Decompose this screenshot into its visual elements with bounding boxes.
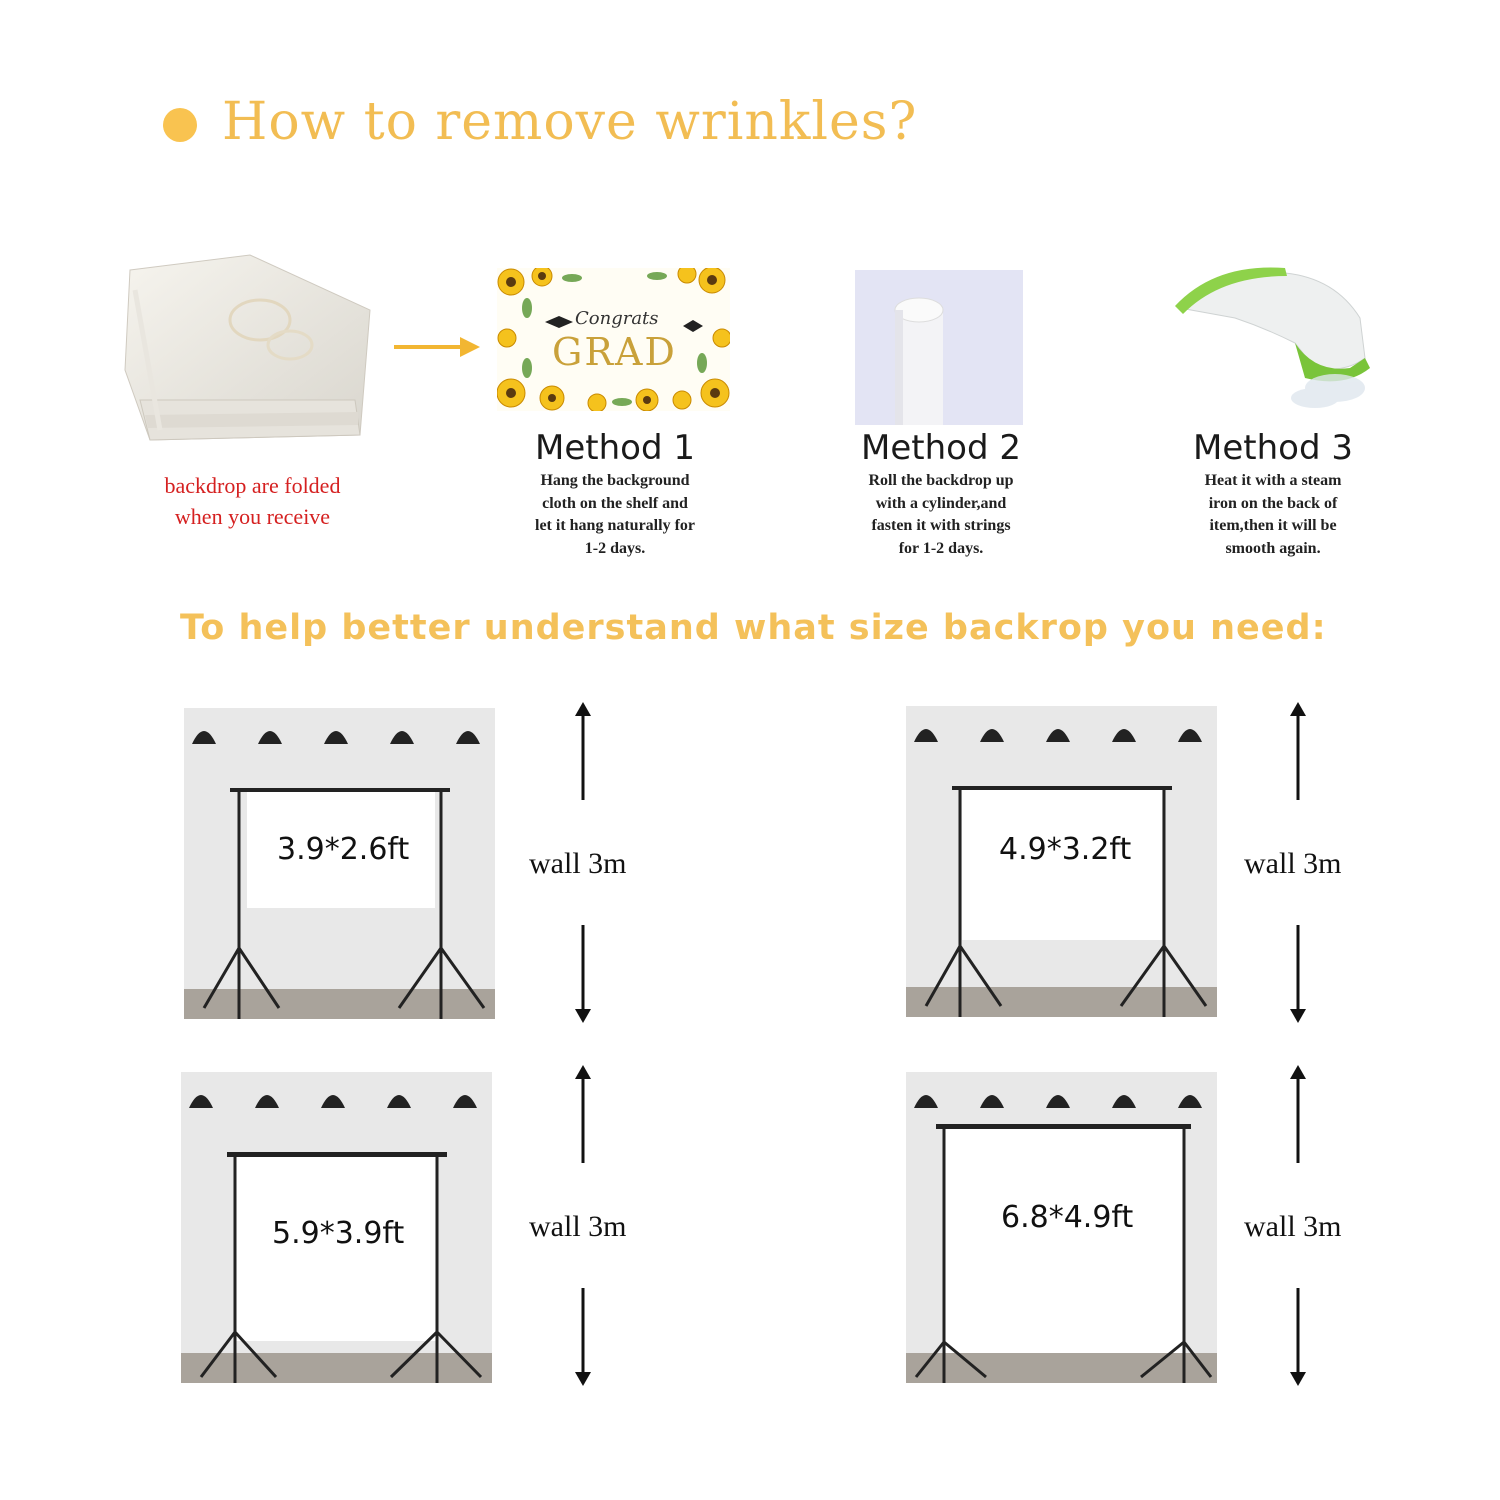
- method-1-description: Hang the background cloth on the shelf a…: [490, 470, 740, 560]
- backdrop-stand-scene: 6.8*4.9ft: [906, 1072, 1217, 1383]
- method-2-description: Roll the backdrop up with a cylinder,and…: [816, 470, 1066, 560]
- method-3-desc-line: iron on the back of: [1208, 494, 1338, 512]
- height-arrow-up-icon: [572, 1065, 594, 1163]
- wall-height-label: wall 3m: [1244, 1210, 1342, 1243]
- method-1-desc-line: 1-2 days.: [584, 539, 646, 557]
- method-2-title: Method 2: [861, 428, 1021, 468]
- wall-height-label: wall 3m: [1244, 847, 1342, 880]
- backdrop-stand-scene: 5.9*3.9ft: [181, 1072, 492, 1383]
- height-arrow-down-icon: [572, 925, 594, 1023]
- height-arrow-down-icon: [572, 1288, 594, 1386]
- height-arrow-down-icon: [1287, 1288, 1309, 1386]
- congrats-grad-banner-image: Congrats GRAD: [497, 268, 730, 411]
- backdrop-size-label: 4.9*3.2ft: [999, 832, 1132, 867]
- folded-caption-line1: backdrop are folded: [164, 473, 341, 498]
- backdrop-size-label: 3.9*2.6ft: [277, 832, 410, 867]
- method-2-desc-line: fasten it with strings: [871, 517, 1011, 534]
- folded-caption: backdrop are folded when you receive: [130, 470, 375, 532]
- method-3-desc-line: item,then it will be: [1209, 517, 1337, 534]
- method-3-desc-line: Heat it with a steam: [1204, 472, 1342, 489]
- page-title: How to remove wrinkles?: [222, 92, 918, 152]
- backdrop-size-label: 5.9*3.9ft: [272, 1216, 405, 1251]
- banner-grad-text: GRAD: [552, 330, 677, 374]
- height-arrow-up-icon: [1287, 1065, 1309, 1163]
- method-1-desc-line: Hang the background: [540, 472, 690, 489]
- folded-backdrop-image: [120, 250, 380, 450]
- height-arrow-down-icon: [1287, 925, 1309, 1023]
- method-2-desc-line: Roll the backdrop up: [868, 472, 1014, 489]
- method-3-description: Heat it with a steam iron on the back of…: [1148, 470, 1398, 560]
- method-3-desc-line: smooth again.: [1225, 539, 1321, 557]
- folded-caption-line2: when you receive: [174, 504, 331, 529]
- backdrop-size-label: 6.8*4.9ft: [1001, 1200, 1134, 1235]
- backdrop-stand-scene: 3.9*2.6ft: [184, 708, 495, 1019]
- method-1-desc-line: let it hang naturally for: [535, 517, 695, 534]
- right-arrow-icon: [394, 333, 484, 361]
- backdrop-stand-scene: 4.9*3.2ft: [906, 706, 1217, 1017]
- method-2-desc-line: for 1-2 days.: [898, 539, 984, 557]
- rolled-backdrop-image: [855, 270, 1023, 425]
- wall-height-label: wall 3m: [529, 1210, 627, 1243]
- steam-iron-image: [1175, 248, 1375, 413]
- method-2-desc-line: with a cylinder,and: [875, 494, 1007, 512]
- wall-height-label: wall 3m: [529, 847, 627, 880]
- method-1-title: Method 1: [535, 428, 695, 468]
- height-arrow-up-icon: [572, 702, 594, 800]
- bullet-dot: [163, 108, 197, 142]
- method-3-title: Method 3: [1193, 428, 1353, 468]
- banner-congrats-text: Congrats: [575, 308, 659, 329]
- height-arrow-up-icon: [1287, 702, 1309, 800]
- method-1-desc-line: cloth on the shelf and: [542, 494, 688, 512]
- size-section-title: To help better understand what size back…: [180, 608, 1327, 648]
